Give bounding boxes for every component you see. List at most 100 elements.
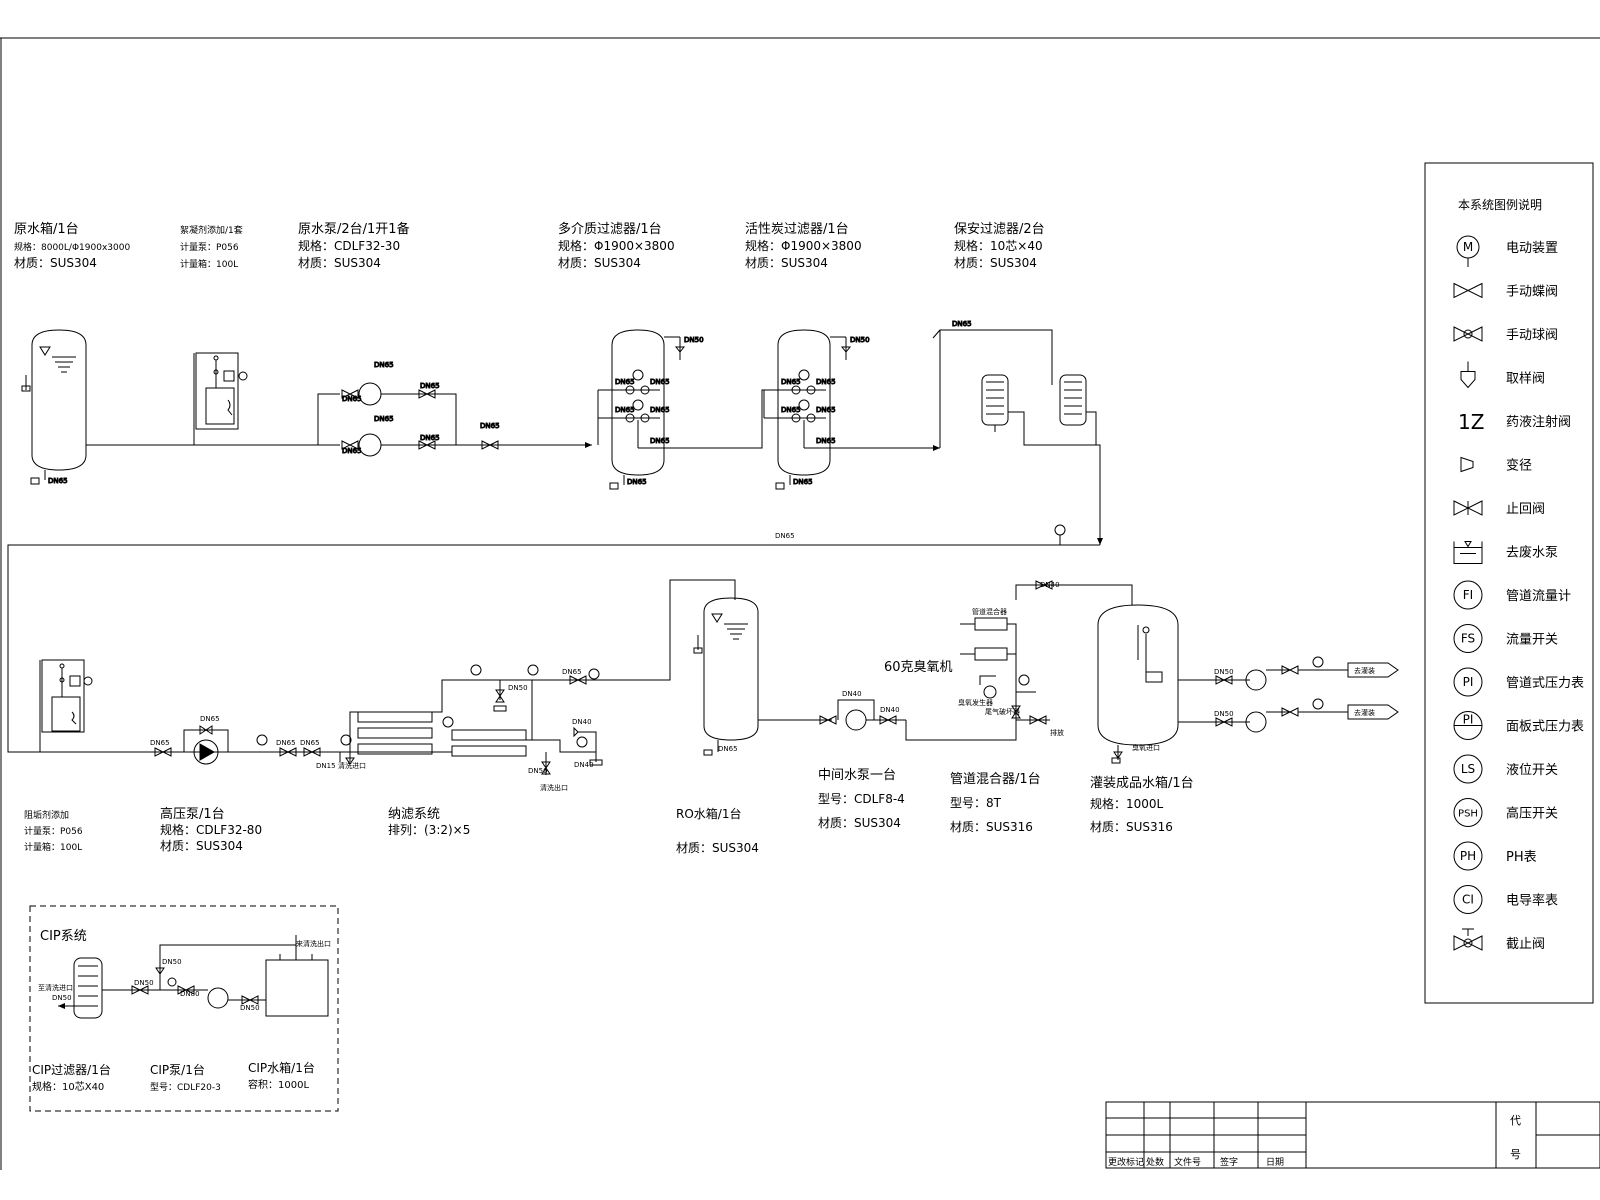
- legend-label: 液位开关: [1506, 763, 1558, 778]
- legend-label: 管道式压力表: [1506, 676, 1584, 691]
- svg-text:DN50: DN50: [1214, 668, 1234, 676]
- legend-label: 药液注射阀: [1506, 414, 1571, 430]
- dosing-title: 絮凝剂添加/1套: [180, 224, 243, 236]
- svg-text:DN50: DN50: [240, 1004, 260, 1012]
- svg-text:DN65: DN65: [816, 437, 836, 445]
- legend-item: 取样阀: [1461, 362, 1545, 388]
- svg-text:DN65: DN65: [650, 437, 670, 445]
- legend-label: 取样阀: [1506, 372, 1545, 387]
- carbon-filter-vessel: [764, 330, 850, 489]
- legend-symbol-icon: [1454, 799, 1482, 827]
- raw-pump-spec: 规格：CDLF32-30: [298, 238, 400, 253]
- legend-symbol-icon: [1454, 886, 1482, 914]
- svg-text:DN40: DN40: [842, 690, 862, 698]
- legend-symbol-icon: [1454, 929, 1482, 950]
- svg-text:DN50: DN50: [1214, 710, 1234, 718]
- title-block: [1106, 1102, 1600, 1168]
- svg-text:DN65: DN65: [650, 406, 670, 414]
- svg-text:DN65: DN65: [816, 406, 836, 414]
- legend-symbol-icon: [1454, 625, 1482, 653]
- legend-item: 去废水泵: [1454, 542, 1558, 564]
- nf-title: 纳滤系统: [388, 807, 440, 822]
- cip-filter-spec: 规格：10芯X40: [32, 1080, 104, 1093]
- legend-symbol-icon: [1454, 668, 1482, 696]
- security-mat: 材质：SUS304: [954, 256, 1037, 270]
- svg-text:日期: 日期: [1266, 1157, 1284, 1168]
- svg-text:DN50: DN50: [684, 336, 704, 344]
- legend-label: 截止阀: [1506, 937, 1545, 952]
- ro-tank-title: RO水箱/1台: [676, 806, 741, 821]
- legend-label: 面板式压力表: [1506, 720, 1584, 735]
- legend-label: 手动球阀: [1506, 328, 1558, 343]
- legend-item: CI 电导率表: [1454, 886, 1558, 914]
- svg-text:DN65: DN65: [781, 406, 801, 414]
- legend-symbol-icon: [1454, 284, 1482, 298]
- legend-symbol-icon: [1461, 362, 1475, 388]
- svg-text:DN50: DN50: [134, 979, 154, 987]
- svg-text:DN65: DN65: [420, 382, 440, 390]
- ozone-title: 60克臭氧机: [884, 660, 953, 675]
- svg-text:去灌装: 去灌装: [1354, 708, 1375, 717]
- multimedia-spec: 规格：Φ1900×3800: [558, 238, 675, 253]
- tank-drain-dn: DN65: [48, 477, 68, 485]
- legend-symbol-icon: [1454, 327, 1482, 341]
- cip-tank-spec: 容积：1000L: [248, 1078, 309, 1091]
- hp-pump-spec: 规格：CDLF32-80: [160, 822, 262, 837]
- svg-text:处数: 处数: [1146, 1156, 1164, 1168]
- legend-title: 本系统图例说明: [1458, 197, 1542, 212]
- raw-water-tank: [22, 330, 86, 484]
- svg-text:签字: 签字: [1220, 1156, 1238, 1168]
- raw-pump-mat: 材质：SUS304: [298, 256, 381, 270]
- mid-pump-spec: 型号：CDLF8-4: [818, 792, 905, 806]
- cip-title: CIP系统: [40, 929, 87, 944]
- svg-text:管道混合器: 管道混合器: [972, 607, 1007, 616]
- legend-symbol-icon: [1457, 236, 1479, 267]
- hp-pump-mat: 材质：SUS304: [160, 839, 243, 853]
- security-title: 保安过滤器/2台: [954, 222, 1045, 237]
- antiscalant-spec: 计量泵：P056: [24, 825, 83, 837]
- svg-text:DN65: DN65: [374, 415, 394, 423]
- legend-item: 截止阀: [1454, 929, 1545, 952]
- svg-text:DN80: DN80: [180, 990, 200, 998]
- svg-text:DN65: DN65: [650, 378, 670, 386]
- svg-text:清洗出口: 清洗出口: [540, 783, 568, 792]
- carbon-title: 活性炭过滤器/1台: [745, 222, 849, 237]
- legend-symbol-icon: [1454, 755, 1482, 783]
- mixer-mat: 材质：SUS316: [950, 820, 1033, 834]
- legend-label: 电导率表: [1506, 893, 1558, 909]
- legend-label: 变径: [1506, 458, 1532, 474]
- svg-text:DN65: DN65: [775, 532, 795, 540]
- svg-text:DN65: DN65: [420, 434, 440, 442]
- legend-symbol-icon: [1461, 458, 1473, 472]
- mid-pump-title: 中间水泵一台: [818, 768, 896, 783]
- legend-label: 去废水泵: [1506, 545, 1558, 561]
- product-tank-title: 灌装成品水箱/1台: [1090, 775, 1194, 791]
- legend-symbol-text: CI: [1462, 893, 1474, 907]
- product-tank-mat: 材质：SUS316: [1090, 820, 1173, 834]
- svg-text:DN50: DN50: [162, 958, 182, 966]
- svg-text:DN40: DN40: [1040, 581, 1060, 589]
- raw-tank-mat: 材质：SUS304: [14, 256, 97, 270]
- multimedia-title: 多介质过滤器/1台: [558, 221, 662, 237]
- svg-text:DN65: DN65: [200, 715, 220, 723]
- legend-item: 手动球阀: [1454, 327, 1558, 343]
- svg-text:DN65: DN65: [718, 745, 738, 753]
- svg-text:DN65: DN65: [615, 406, 635, 414]
- security-spec: 规格：10芯×40: [954, 238, 1043, 253]
- legend-item: 手动蝶阀: [1454, 284, 1558, 300]
- carbon-mat: 材质：SUS304: [745, 256, 828, 270]
- svg-text:尾气破坏器: 尾气破坏器: [985, 707, 1020, 716]
- legend-symbol-icon: [1454, 542, 1482, 564]
- top-row-equipment: DN65 DN65 DN65: [22, 320, 1103, 545]
- svg-text:DN65: DN65: [276, 739, 296, 747]
- ro-tank-mat: 材质：SUS304: [676, 841, 759, 855]
- mid-pump-mat: 材质：SUS304: [818, 816, 901, 830]
- dosing-mat: 计量箱：100L: [180, 258, 238, 270]
